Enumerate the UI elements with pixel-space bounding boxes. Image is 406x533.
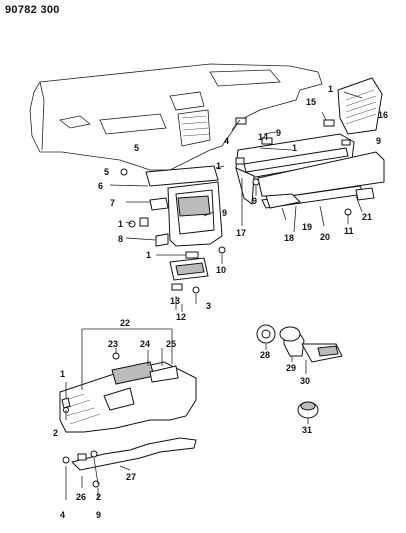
callout-1-f: 1 bbox=[60, 369, 66, 379]
callout-8: 8 bbox=[118, 234, 124, 244]
lower-bracket bbox=[62, 437, 197, 488]
callout-22: 22 bbox=[120, 318, 131, 328]
callout-2-b: 2 bbox=[96, 492, 102, 502]
callout-10: 10 bbox=[216, 265, 227, 275]
callout-9-e: 9 bbox=[96, 510, 102, 520]
callout-31: 31 bbox=[302, 425, 313, 435]
callout-5-b: 5 bbox=[104, 167, 110, 177]
callout-9-d: 9 bbox=[252, 196, 258, 206]
callout-6: 6 bbox=[98, 181, 104, 191]
grille-16 bbox=[337, 77, 383, 135]
callout-5-a: 5 bbox=[134, 143, 140, 153]
callout-9-a: 9 bbox=[222, 208, 228, 218]
callout-18: 18 bbox=[284, 233, 295, 243]
glovebox-assembly bbox=[235, 133, 385, 209]
callout-9-c: 9 bbox=[376, 136, 382, 146]
callout-27: 27 bbox=[126, 472, 137, 482]
callout-14: 14 bbox=[258, 132, 269, 142]
callout-23: 23 bbox=[108, 339, 119, 349]
diagram-number: 90782 300 bbox=[5, 4, 60, 16]
callout-4-b: 4 bbox=[60, 510, 66, 520]
callout-20: 20 bbox=[320, 232, 331, 242]
callout-17: 17 bbox=[236, 228, 247, 238]
callout-13: 13 bbox=[170, 296, 181, 306]
callout-7: 7 bbox=[110, 198, 116, 208]
callout-25: 25 bbox=[166, 339, 177, 349]
callout-2-a: 2 bbox=[53, 428, 59, 438]
callout-29: 29 bbox=[286, 363, 297, 373]
callout-1-a: 1 bbox=[216, 161, 222, 171]
callout-9-b: 9 bbox=[276, 128, 282, 138]
callout-1-b: 1 bbox=[118, 219, 124, 229]
callout-28: 28 bbox=[260, 350, 271, 360]
callout-15: 15 bbox=[306, 97, 317, 107]
lower-trim-panel bbox=[59, 352, 197, 433]
callout-19: 19 bbox=[302, 222, 313, 232]
callout-30: 30 bbox=[300, 376, 311, 386]
callout-1-d: 1 bbox=[292, 143, 298, 153]
callout-16: 16 bbox=[378, 110, 389, 120]
column-covers bbox=[256, 324, 343, 419]
callout-26: 26 bbox=[76, 492, 87, 502]
switch-assembly bbox=[169, 257, 209, 294]
callout-1-e: 1 bbox=[328, 84, 334, 94]
callout-12: 12 bbox=[176, 312, 187, 322]
center-bezel bbox=[145, 165, 223, 247]
callout-4-a: 4 bbox=[224, 136, 230, 146]
callout-21: 21 bbox=[362, 212, 373, 222]
fasteners-upper bbox=[120, 117, 375, 259]
callout-11: 11 bbox=[344, 226, 354, 236]
callout-24: 24 bbox=[140, 339, 151, 349]
callout-1-c: 1 bbox=[146, 250, 152, 260]
instrument-panel-outline bbox=[29, 63, 323, 171]
callout-3: 3 bbox=[206, 301, 212, 311]
leader-lines bbox=[65, 91, 363, 500]
